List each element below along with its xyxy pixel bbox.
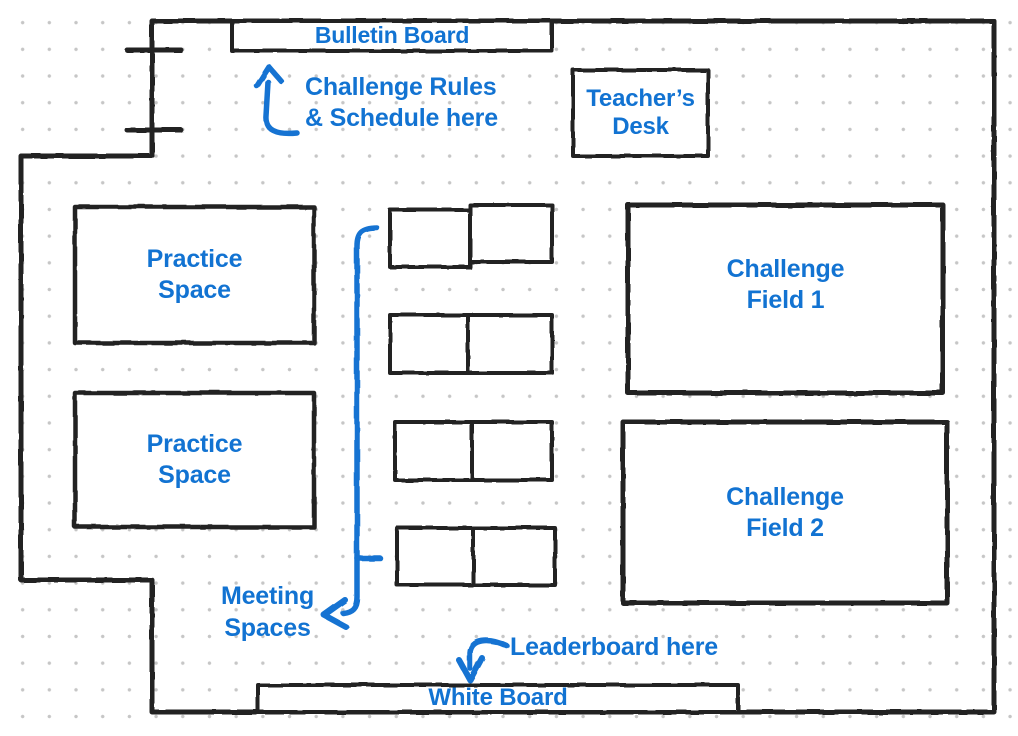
- meeting-spaces-note: Meeting Spaces: [195, 580, 340, 644]
- practice-space-2-label: Practice Space: [75, 393, 314, 527]
- challenge-field-1-line1: Challenge: [726, 255, 845, 283]
- teachers-desk: [571, 68, 710, 158]
- practice-space-2: [72, 390, 317, 530]
- challenge-field-1-label: Challenge Field 1: [628, 205, 943, 393]
- challenge-field-1-line2: Field 1: [746, 286, 825, 314]
- white-board-text: White Board: [428, 683, 568, 711]
- meeting-table-2: [388, 313, 554, 375]
- leaderboard-note-text: Leaderboard here: [510, 633, 718, 661]
- meeting-table-1-right: [468, 203, 554, 264]
- left-arrowhead-icon: [321, 597, 349, 630]
- challenge-field-1: [625, 202, 946, 396]
- challenge-field-2: [620, 419, 950, 606]
- down-arrow-annotation: [467, 637, 510, 671]
- up-arrowhead-icon: [254, 64, 284, 89]
- challenge-field-2-line2: Field 2: [746, 513, 824, 542]
- teachers-desk-label: Teacher’s Desk: [573, 70, 708, 156]
- practice-space-2-line2: Space: [158, 461, 231, 489]
- white-board-label: White Board: [258, 683, 738, 712]
- meeting-note-line1: Meeting: [220, 582, 315, 610]
- challenge-field-2-label: Challenge Field 2: [623, 422, 947, 603]
- meeting-spaces-bracket: [340, 225, 380, 616]
- up-arrow-annotation: [263, 79, 300, 137]
- rules-schedule-note: Challenge Rules & Schedule here: [305, 72, 498, 134]
- challenge-field-2-line1: Challenge: [726, 482, 844, 511]
- practice-space-1-line1: Practice: [146, 245, 243, 273]
- meeting-note-line2: Spaces: [224, 614, 311, 642]
- bulletin-board: [230, 19, 554, 53]
- bulletin-board-label: Bulletin Board: [232, 20, 552, 51]
- bulletin-board-text: Bulletin Board: [314, 22, 470, 48]
- meeting-table-1-left: [388, 208, 472, 269]
- teachers-desk-line2: Desk: [612, 113, 669, 140]
- practice-space-1-label: Practice Space: [75, 207, 314, 343]
- room-outer-walls: [18, 18, 997, 715]
- practice-space-1: [72, 204, 317, 346]
- rules-note-line1: Challenge Rules: [305, 73, 497, 101]
- practice-space-1-line2: Space: [158, 276, 231, 304]
- practice-space-2-line1: Practice: [146, 430, 243, 458]
- meeting-table-4: [395, 526, 557, 587]
- down-arrowhead-icon: [456, 655, 485, 683]
- rules-note-line2: & Schedule here: [305, 104, 498, 132]
- leaderboard-note: Leaderboard here: [510, 633, 718, 662]
- white-board: [256, 683, 740, 714]
- teachers-desk-line1: Teacher’s: [586, 85, 695, 112]
